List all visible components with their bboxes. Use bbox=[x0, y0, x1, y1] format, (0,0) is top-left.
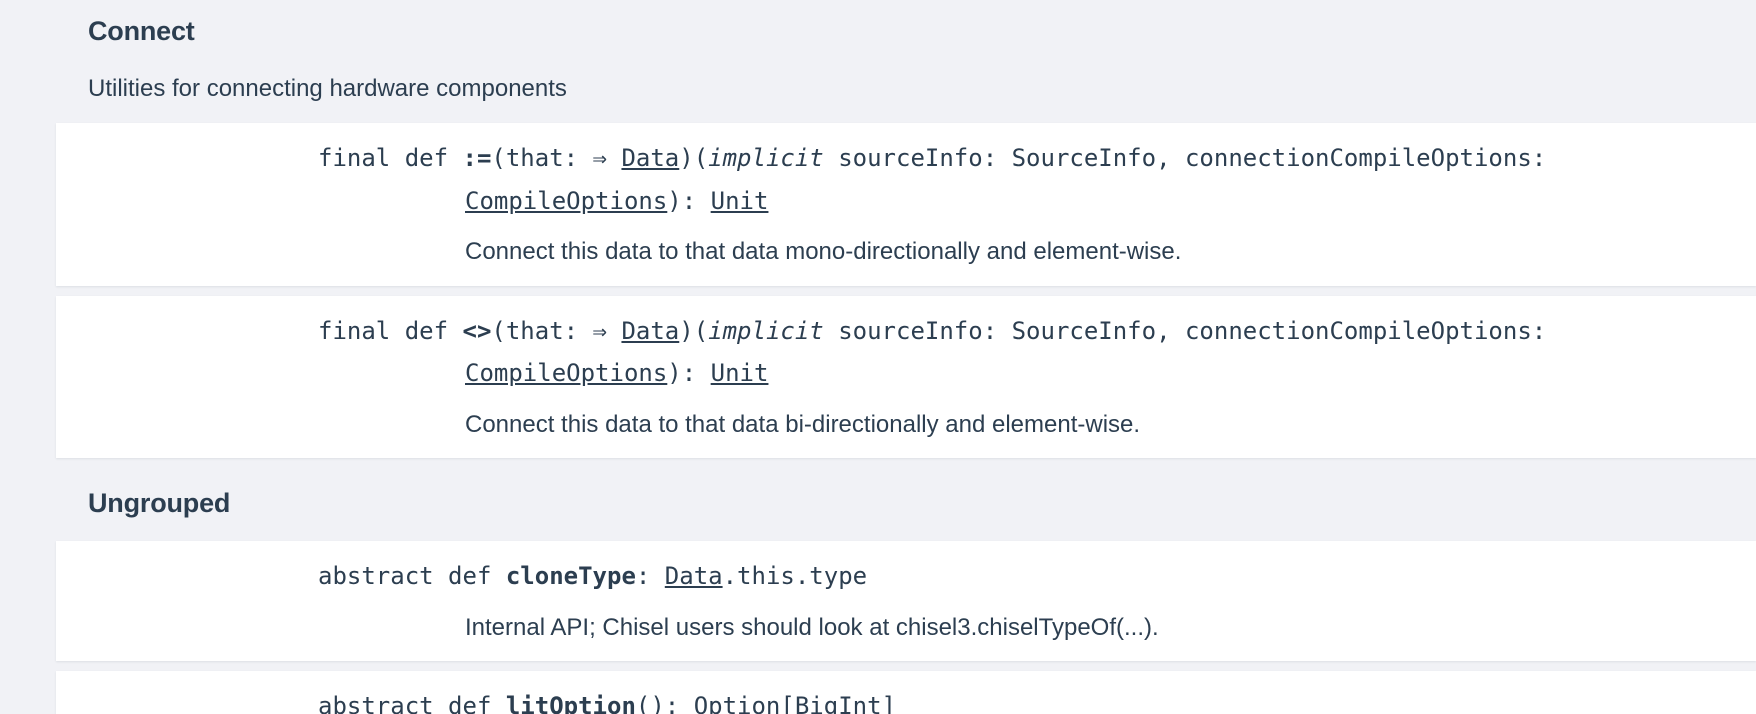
implicit-args: sourceInfo: SourceInfo, connectionCompil… bbox=[823, 316, 1547, 345]
member-card[interactable]: abstract def cloneType: Data.this.type I… bbox=[56, 541, 1756, 662]
implicit-keyword: implicit bbox=[708, 144, 824, 172]
member-name[interactable]: <> bbox=[462, 316, 492, 345]
member-card[interactable]: final def :=(that: ⇒ Data)(implicit sour… bbox=[56, 123, 1756, 286]
signature-punct: )( bbox=[679, 144, 709, 172]
top-spacer bbox=[0, 0, 1756, 16]
type-link-compileoptions[interactable]: CompileOptions bbox=[465, 359, 668, 388]
member-modifiers: final def bbox=[318, 316, 449, 345]
signature-punct-2: ): bbox=[667, 359, 711, 388]
section-title-connect: Connect bbox=[88, 16, 195, 46]
member-signature: final def <>(that: ⇒ Data)(implicit sour… bbox=[56, 310, 1756, 395]
signature-suffix: .this.type bbox=[722, 562, 868, 591]
member-signature: final def :=(that: ⇒ Data)(implicit sour… bbox=[56, 137, 1756, 222]
type-link-data[interactable]: Data bbox=[621, 316, 680, 345]
type-link-unit[interactable]: Unit bbox=[710, 186, 769, 215]
signature-params: (that: ⇒ bbox=[491, 144, 622, 172]
type-link-data[interactable]: Data bbox=[664, 562, 723, 591]
signature-line-1: final def :=(that: ⇒ Data)(implicit sour… bbox=[318, 137, 1756, 180]
signature-suffix: ] bbox=[881, 692, 896, 714]
member-description: Connect this data to that data bi-direct… bbox=[465, 411, 1141, 439]
type-link-unit[interactable]: Unit bbox=[710, 359, 769, 388]
signature-line-1: abstract def litOption(): Option[BigInt] bbox=[318, 685, 1756, 714]
member-list-ungrouped: abstract def cloneType: Data.this.type I… bbox=[0, 541, 1756, 714]
implicit-keyword: implicit bbox=[708, 316, 824, 345]
implicit-args: sourceInfo: SourceInfo, connectionCompil… bbox=[823, 144, 1547, 172]
member-modifiers: abstract def bbox=[318, 692, 492, 714]
signature-line-2: CompileOptions): Unit bbox=[318, 352, 1756, 395]
member-list-connect: final def :=(that: ⇒ Data)(implicit sour… bbox=[0, 123, 1756, 459]
member-modifiers: abstract def bbox=[318, 562, 492, 591]
signature-punct: : bbox=[635, 562, 665, 591]
spacer bbox=[0, 103, 1756, 123]
signature-punct: )( bbox=[679, 316, 709, 345]
member-signature: abstract def litOption(): Option[BigInt] bbox=[56, 685, 1756, 714]
member-description: Internal API; Chisel users should look a… bbox=[465, 613, 1159, 641]
signature-params: (that: ⇒ bbox=[491, 316, 622, 345]
member-card[interactable]: final def <>(that: ⇒ Data)(implicit sour… bbox=[56, 295, 1756, 459]
member-modifiers: final def bbox=[318, 144, 449, 172]
member-name[interactable]: litOption bbox=[505, 692, 636, 714]
type-link-compileoptions[interactable]: CompileOptions bbox=[465, 186, 668, 215]
spacer bbox=[0, 458, 1756, 488]
signature-punct-2: ): bbox=[667, 186, 711, 215]
member-name[interactable]: cloneType bbox=[505, 562, 636, 591]
section-title-ungrouped: Ungrouped bbox=[88, 488, 231, 519]
spacer bbox=[0, 47, 1756, 75]
member-description: Connect this data to that data mono-dire… bbox=[465, 238, 1182, 266]
signature-punct: (): Option[ bbox=[635, 692, 795, 714]
member-card[interactable]: abstract def litOption(): Option[BigInt] bbox=[56, 671, 1756, 714]
section-description-connect: Utilities for connecting hardware compon… bbox=[88, 75, 567, 102]
type-link-bigint[interactable]: BigInt bbox=[794, 692, 882, 714]
signature-line-2: CompileOptions): Unit bbox=[318, 180, 1756, 223]
member-name[interactable]: := bbox=[462, 144, 492, 172]
type-link-data[interactable]: Data bbox=[621, 144, 680, 172]
signature-line-1: abstract def cloneType: Data.this.type bbox=[318, 555, 1756, 598]
spacer bbox=[0, 519, 1756, 541]
signature-line-1: final def <>(that: ⇒ Data)(implicit sour… bbox=[318, 310, 1756, 353]
member-signature: abstract def cloneType: Data.this.type bbox=[56, 555, 1756, 598]
